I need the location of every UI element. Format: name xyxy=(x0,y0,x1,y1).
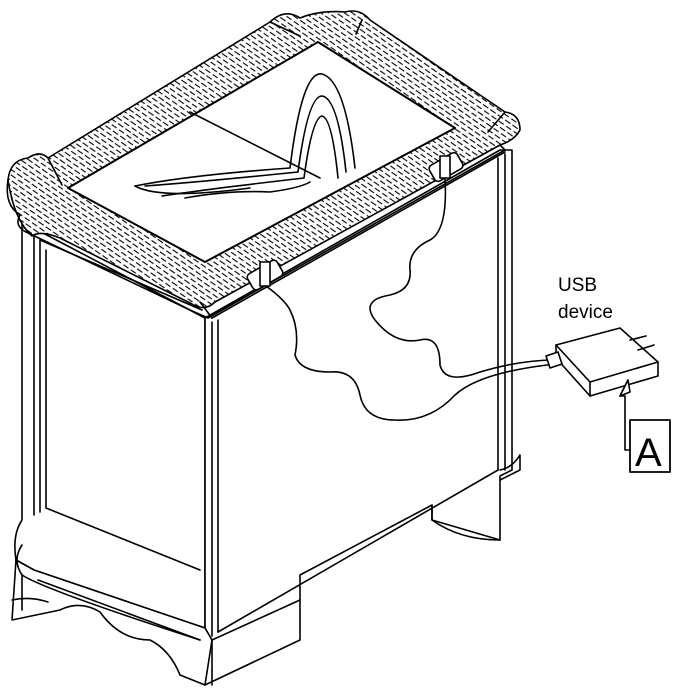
usb-label-line2: device xyxy=(558,302,613,323)
callout-letter: A xyxy=(635,431,662,475)
front-panel xyxy=(204,149,521,641)
cable-left xyxy=(265,285,557,421)
glass-insert xyxy=(134,73,356,199)
left-side-panel xyxy=(14,221,206,629)
cabinet-base xyxy=(11,544,301,686)
mounting-clip-left xyxy=(246,259,284,291)
usb-label-line1: USB xyxy=(558,275,597,296)
cable-right xyxy=(369,177,557,378)
usb-device xyxy=(545,327,659,397)
top-frame xyxy=(6,10,521,319)
callout-box xyxy=(629,419,671,473)
